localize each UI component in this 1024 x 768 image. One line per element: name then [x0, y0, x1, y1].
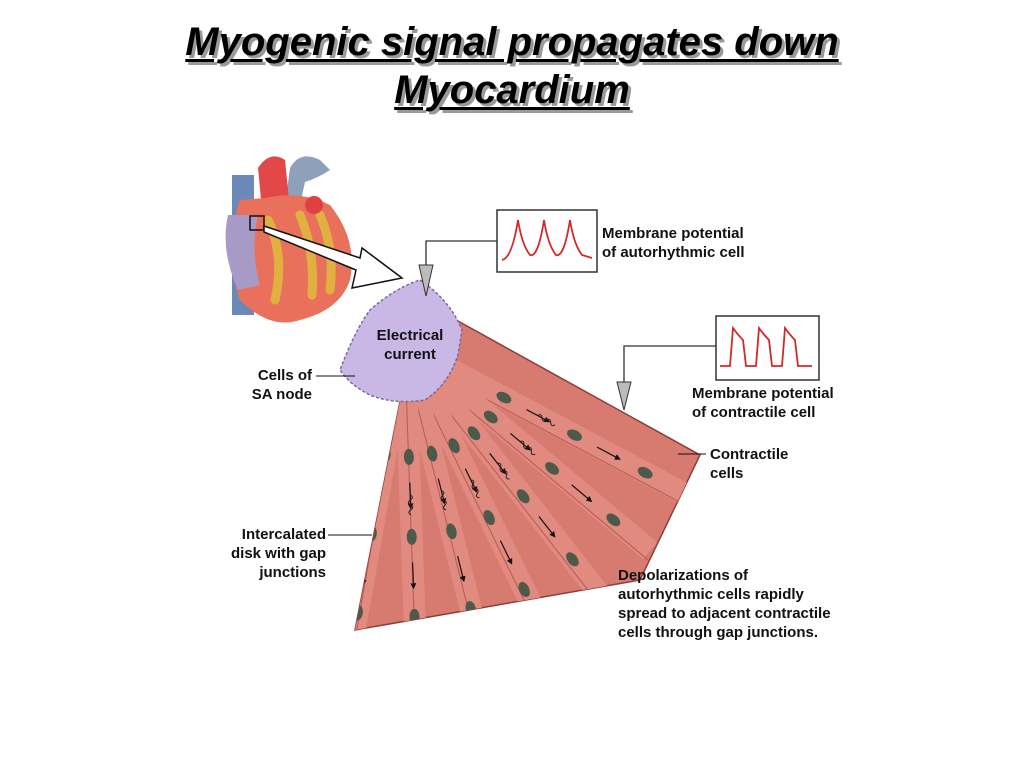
autorhythmic-line-2: of autorhythmic cell [602, 244, 745, 261]
contractile-trace-box [715, 315, 820, 381]
probe-line-autorhythmic [425, 240, 497, 265]
current-arrow [538, 516, 556, 538]
gap-junction [537, 414, 556, 427]
electrical-current-line-1: Electrical [376, 327, 444, 344]
sa-node-line-1: Cells of [257, 367, 312, 384]
sa-node [339, 279, 463, 403]
nucleus [545, 462, 560, 475]
depolarization-line-1: Depolarizations of [618, 567, 749, 584]
current-arrow [596, 446, 621, 460]
current-arrow [410, 562, 417, 590]
zoom-arrow [263, 224, 404, 289]
aorta-arch [285, 156, 330, 205]
sa-node-line-2: SA node [251, 386, 312, 403]
right-atrium [225, 215, 260, 290]
contractile-potential-line-1: Membrane potential [692, 385, 834, 402]
contractile-trace [720, 325, 812, 367]
gap-junction [519, 440, 536, 456]
intercalated-line-2: disk with gap [230, 545, 326, 562]
contractile-cells-line-1: Contractile [710, 446, 789, 463]
intercalated-line-1: Intercalated [241, 526, 326, 543]
sa-node-box [249, 215, 265, 231]
nucleus [426, 445, 438, 462]
gap-junction [408, 494, 414, 516]
probe-tip-autorhythmic [418, 264, 434, 297]
depolarization-label: Depolarizations of autorhythmic cells ra… [618, 566, 831, 642]
nucleus [516, 489, 530, 504]
depolarization-line-4: cells through gap junctions. [618, 624, 819, 641]
current-arrow [571, 484, 593, 503]
probe-line-contractile [623, 345, 716, 382]
contractile-cells-line-2: cells [710, 465, 744, 482]
electrical-current-label: Electrical current [370, 326, 450, 364]
title-line-1: Myogenic signal propagates down [185, 20, 839, 64]
nucleus [566, 552, 579, 567]
intercalated-line-3: junctions [259, 564, 326, 581]
nucleus [403, 448, 414, 465]
depolarization-line-3: spread to adjacent contractile [618, 605, 831, 622]
pulmonary-vessel [305, 196, 323, 214]
contractile-potential-line-2: of contractile cell [692, 404, 816, 421]
autorhythmic-trace [501, 219, 593, 261]
nucleus [637, 466, 653, 479]
nucleus [467, 426, 481, 441]
intercalated-disk-label: Intercalated disk with gap junctions [218, 525, 326, 582]
contractile-potential-label: Membrane potential of contractile cell [692, 384, 834, 422]
nucleus [406, 528, 417, 545]
current-arrow [499, 540, 513, 565]
autorhythmic-potential-label: Membrane potential of autorhythmic cell [602, 224, 745, 262]
sa-node-label: Cells of SA node [230, 366, 312, 404]
heart-illustration [225, 156, 352, 323]
slide-title: Myogenic signal propagates down Myocardi… [0, 18, 1024, 114]
nucleus [483, 510, 495, 526]
nucleus [518, 581, 530, 597]
nucleus [606, 513, 621, 527]
gap-junction [470, 479, 480, 499]
nucleus [483, 410, 498, 424]
autorhythmic-trace-box [496, 209, 598, 273]
title-line-2: Myocardium [394, 68, 630, 112]
depolarization-line-2: autorhythmic cells rapidly [618, 586, 804, 603]
current-arrow [457, 555, 466, 583]
nucleus [496, 391, 512, 404]
contractile-cells-label: Contractile cells [710, 445, 788, 483]
nucleus [448, 438, 460, 454]
nucleus [446, 523, 457, 540]
gap-junction [497, 462, 510, 480]
autorhythmic-line-1: Membrane potential [602, 225, 744, 242]
probe-tip-contractile [616, 381, 632, 411]
gap-junction [440, 490, 447, 511]
nucleus [567, 429, 582, 441]
electrical-current-line-2: current [384, 346, 436, 363]
